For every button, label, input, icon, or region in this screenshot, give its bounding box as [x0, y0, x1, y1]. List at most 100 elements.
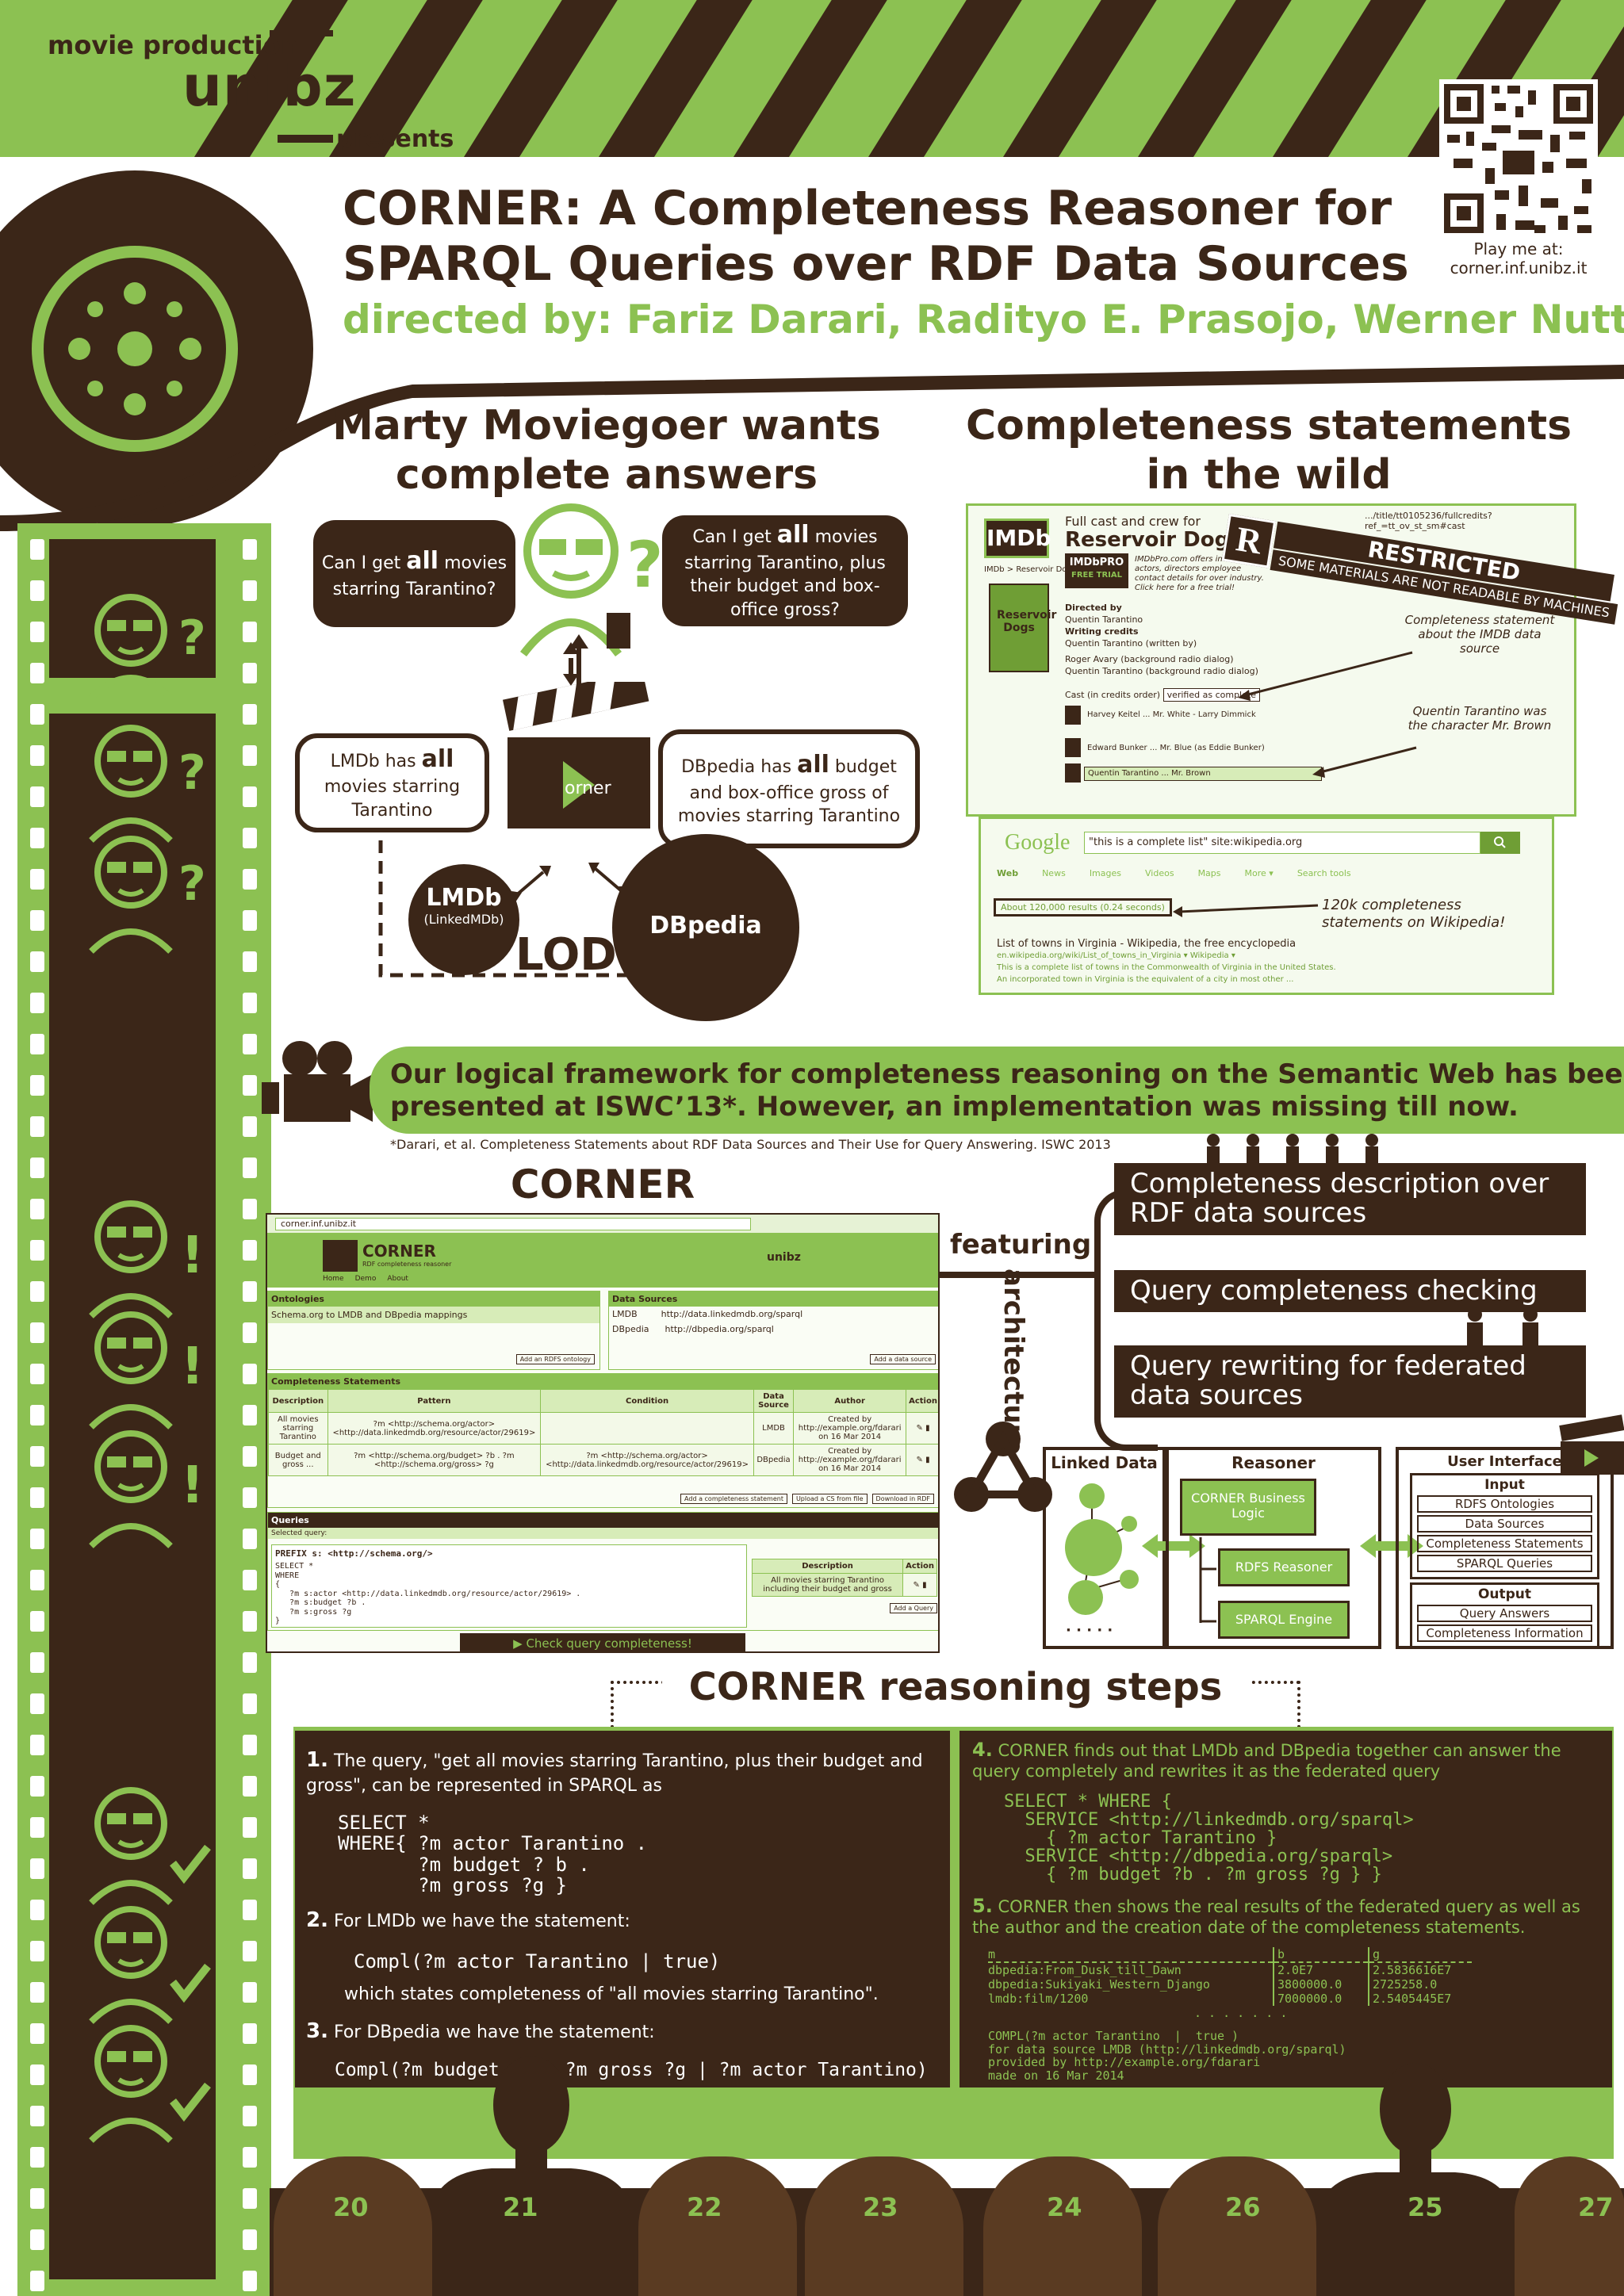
film-sprocket-hole	[243, 1487, 257, 1508]
step-1-code: SELECT * WHERE{ ?m actor Tarantino . ?m …	[338, 1811, 648, 1896]
cast-photo	[1065, 706, 1081, 725]
film-sprocket-hole	[243, 828, 257, 848]
google-tab-images[interactable]: Images	[1089, 868, 1121, 878]
google-search-input[interactable]: "this is a complete list" site:wikipedia…	[1084, 832, 1480, 854]
nav-about[interactable]: About	[387, 1275, 408, 1283]
film-sprocket-hole	[243, 1322, 257, 1343]
lmdb-label: LMDb	[426, 884, 502, 912]
google-tab-tools[interactable]: Search tools	[1297, 868, 1351, 878]
check-button-label: Check query completeness!	[526, 1636, 692, 1651]
person-check-icon	[89, 1787, 211, 1905]
lmdb-stmt-all: all	[421, 744, 454, 773]
download-button[interactable]: Download in RDF	[871, 1494, 934, 1504]
writer-1[interactable]: Quentin Tarantino (written by)	[1065, 637, 1197, 649]
lmdb-stmt-text-end: movies starring Tarantino	[324, 777, 461, 821]
ontology-item[interactable]: Schema.org to LMDB and DBpedia mappings	[268, 1307, 599, 1323]
imdb-promo: IMDbPro.com offers including actors, dir…	[1135, 555, 1264, 592]
google-tab-more[interactable]: More ▾	[1244, 868, 1274, 878]
statements-panel: Completeness Statements Description Patt…	[267, 1373, 938, 1508]
film-sprocket-hole	[30, 1075, 44, 1096]
cast-photo	[1065, 738, 1081, 757]
film-sprocket-hole	[30, 1611, 44, 1632]
writer-3[interactable]: Quentin Tarantino (background radio dial…	[1065, 666, 1258, 677]
step-number: 3.	[306, 2019, 328, 2043]
film-sprocket-hole	[30, 786, 44, 807]
wild-heading-line2: in the wild	[1146, 451, 1392, 499]
browser-url[interactable]: corner.inf.unibz.it	[275, 1218, 751, 1230]
film-sprocket-hole	[30, 1199, 44, 1219]
add-source-button[interactable]: Add a data source	[870, 1354, 936, 1364]
check-completeness-button[interactable]: ▶ Check query completeness!	[460, 1633, 745, 1651]
cell: All movies starring Tarantino	[268, 1412, 328, 1445]
qr-caption-line1: Play me at:	[1473, 239, 1564, 258]
edit-delete-icon[interactable]: ✎ ▮	[906, 1412, 938, 1445]
seat-number: 22	[687, 2192, 722, 2222]
linked-data-title: Linked Data	[1051, 1453, 1158, 1472]
result-header: m	[988, 1947, 1274, 1963]
google-search-button[interactable]	[1480, 832, 1520, 854]
table-row[interactable]: All movies starring Tarantino including …	[751, 1573, 937, 1597]
table-row[interactable]: Budget and gross ... ?m <http://schema.o…	[268, 1444, 938, 1476]
cell: ?m <http://schema.org/actor> <http://dat…	[327, 1412, 542, 1445]
qr-code[interactable]	[1439, 79, 1598, 238]
director[interactable]: Quentin Tarantino	[1065, 614, 1143, 625]
add-ontology-button[interactable]: Add an RDFS ontology	[515, 1354, 595, 1364]
wild-heading-line1: Completeness statements	[965, 402, 1572, 450]
film-sprocket-hole	[30, 828, 44, 848]
google-tab-news[interactable]: News	[1042, 868, 1066, 878]
film-sprocket-hole	[243, 1529, 257, 1549]
result-dots: . . . . . . .	[1194, 2006, 1288, 2021]
nav-home[interactable]: Home	[323, 1275, 344, 1283]
banner-footnote: *Darari, et al. Completeness Statements …	[390, 1137, 1111, 1152]
imdb-breadcrumb[interactable]: IMDb > Reservoir Dogs	[984, 565, 1076, 574]
film-sprocket-hole	[30, 2023, 44, 2044]
cell: 2.0E7	[1274, 1962, 1369, 1978]
film-sprocket-hole	[243, 1281, 257, 1302]
search-result-title[interactable]: List of towns in Virginia - Wikipedia, t…	[997, 938, 1297, 950]
google-tab-maps[interactable]: Maps	[1197, 868, 1221, 878]
clapperboard-icon	[1559, 1414, 1624, 1475]
banner-line1: Our logical framework for completeness r…	[390, 1058, 1624, 1090]
nav-demo[interactable]: Demo	[354, 1275, 377, 1283]
query-editor[interactable]: PREFIX s: <http://schema.org/> SELECT * …	[271, 1544, 747, 1628]
film-sprocket-hole	[30, 2147, 44, 2168]
imdb-movie-title[interactable]: Reservoir Dogs	[1065, 528, 1242, 552]
writer-2[interactable]: Roger Avary (background radio dialog)	[1065, 654, 1234, 665]
table-row: dbpedia:Sukiyaki_Western_Django 3800000.…	[988, 1977, 1472, 1992]
presents-text: presents	[336, 125, 454, 153]
banner	[370, 1047, 1624, 1134]
step-5: 5. CORNER then shows the real results of…	[972, 1895, 1599, 1938]
edit-delete-icon[interactable]: ✎ ▮	[902, 1573, 937, 1597]
cast-row-1[interactable]: Harvey Keitel ... Mr. White - Larry Dimm…	[1087, 710, 1256, 719]
add-query-button[interactable]: Add a Query	[890, 1603, 937, 1613]
film-sprocket-hole	[243, 704, 257, 725]
google-tab-videos[interactable]: Videos	[1145, 868, 1174, 878]
imdbpro-badge[interactable]: IMDbPRO FREE TRIAL	[1065, 553, 1128, 588]
edit-delete-icon[interactable]: ✎ ▮	[906, 1444, 938, 1476]
person-check-icon	[89, 1906, 211, 2024]
table-row[interactable]: All movies starring Tarantino ?m <http:/…	[268, 1412, 938, 1445]
lod-label: LOD	[515, 929, 617, 981]
upload-button[interactable]: Upload a CS from file	[791, 1494, 868, 1504]
film-sprocket-hole	[30, 1034, 44, 1054]
cast-row-2[interactable]: Edward Bunker ... Mr. Blue (as Eddie Bun…	[1087, 744, 1265, 752]
wild-heading: Completeness statements in the wild	[944, 401, 1594, 500]
google-tab-web[interactable]: Web	[997, 868, 1019, 878]
ui-title: User Interface	[1447, 1453, 1562, 1470]
banner-line2: presented at ISWC’13*. However, an imple…	[390, 1090, 1519, 1123]
svg-text:!: !	[181, 1337, 204, 1396]
add-statement-button[interactable]: Add a completeness statement	[680, 1494, 787, 1504]
search-result-url[interactable]: en.wikipedia.org/wiki/List_of_towns_in_V…	[997, 951, 1235, 960]
cast-row-3[interactable]: Quentin Tarantino ... Mr. Brown	[1084, 767, 1322, 781]
film-sprocket-hole	[30, 1941, 44, 1961]
qr-caption-url[interactable]: corner.inf.unibz.it	[1450, 258, 1588, 277]
film-sprocket-hole	[243, 2147, 257, 2168]
step-text: CORNER finds out that LMDb and DBpedia t…	[972, 1741, 1561, 1781]
feature-1: Completeness description over RDF data s…	[1114, 1163, 1586, 1235]
cinema-seat	[983, 2156, 1142, 2296]
film-sprocket-hole	[243, 1364, 257, 1384]
lmdb-stmt-text: LMDb has	[330, 751, 422, 771]
